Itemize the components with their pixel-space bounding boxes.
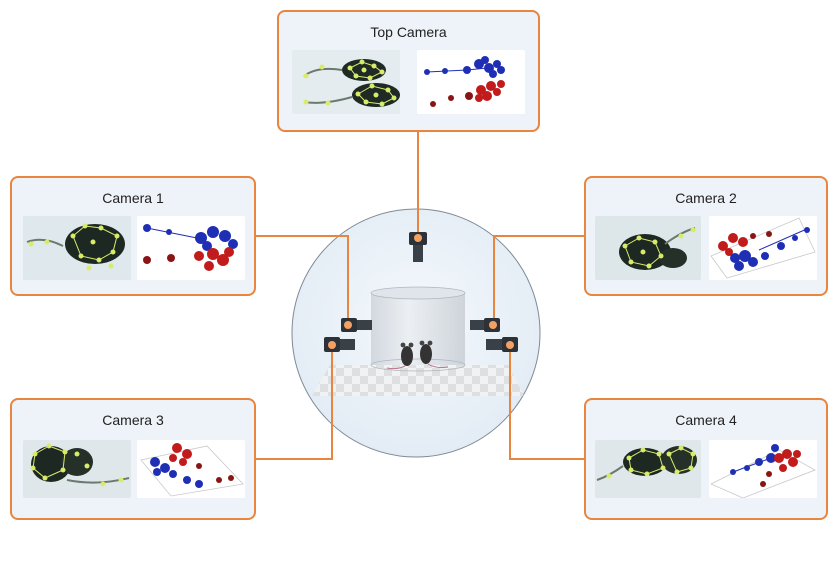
camera-icon [324, 337, 355, 352]
camera-icon [409, 232, 427, 262]
arena-cylinder [370, 286, 466, 372]
panel-title: Camera 4 [675, 412, 737, 428]
camera-icon [341, 318, 372, 332]
keypoint-3d-plot [709, 216, 817, 280]
panel-camera-3: Camera 3 [10, 398, 256, 520]
pose-photo-thumbnail [595, 216, 701, 280]
panel-title: Top Camera [370, 24, 447, 40]
connector-lines [256, 132, 584, 460]
panel-top-camera: Top Camera [277, 10, 540, 132]
keypoint-3d-plot [417, 50, 525, 114]
pose-photo-thumbnail [23, 440, 131, 498]
pose-photo-thumbnail [595, 440, 701, 498]
pose-photo-thumbnail [23, 216, 131, 280]
checkerboard-floor [312, 365, 524, 396]
keypoint-3d-plot [137, 440, 245, 498]
camera-icon [486, 337, 518, 352]
panel-camera-4: Camera 4 [584, 398, 828, 520]
mouse-icon [419, 340, 449, 369]
mouse-icon [386, 342, 414, 370]
panel-camera-2: Camera 2 [584, 176, 828, 296]
panel-title: Camera 3 [102, 412, 164, 428]
camera-icon [470, 318, 500, 332]
pose-photo-thumbnail [292, 50, 400, 114]
keypoint-3d-plot [709, 440, 817, 498]
panel-camera-1: Camera 1 [10, 176, 256, 296]
panel-title: Camera 2 [675, 190, 737, 206]
keypoint-3d-plot [137, 216, 245, 280]
panel-title: Camera 1 [102, 190, 164, 206]
